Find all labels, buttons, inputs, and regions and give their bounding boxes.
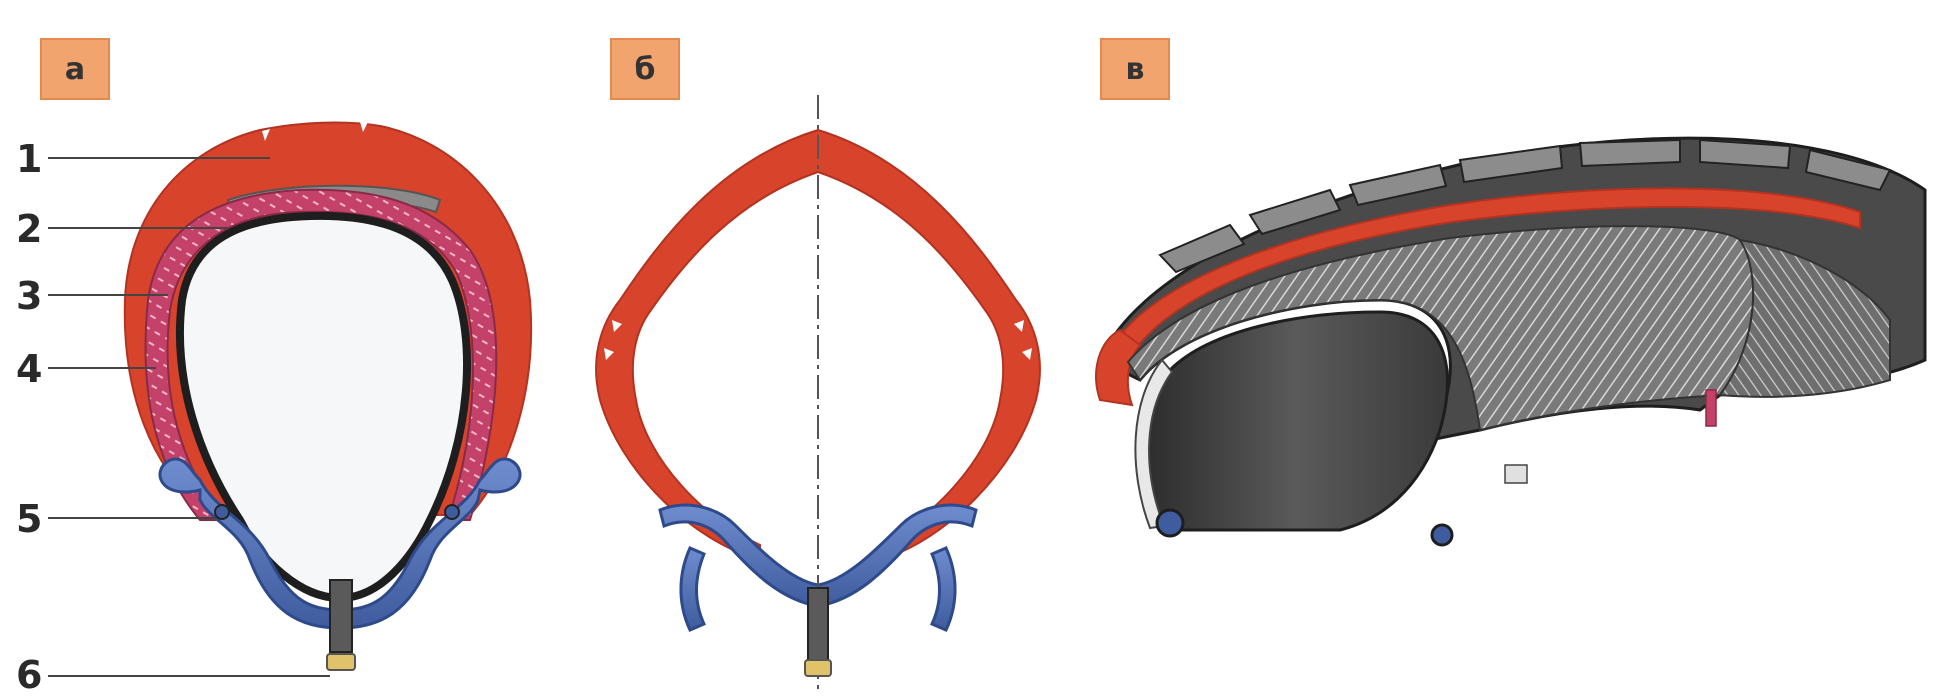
- bead-wire: [215, 505, 229, 519]
- valve-stem: [808, 588, 828, 660]
- tread-notch: [470, 165, 479, 173]
- valve-stem: [330, 580, 352, 652]
- bead-wire: [445, 505, 459, 519]
- callout-5: 5: [16, 500, 42, 538]
- panel-label-b-text: б: [635, 52, 656, 87]
- panel-label-b: б: [610, 38, 680, 100]
- panel-label-a-text: а: [65, 52, 85, 87]
- bead-wire: [1157, 510, 1183, 536]
- panel-label-v-text: в: [1126, 52, 1145, 87]
- panel-c-cutaway: [1096, 138, 1925, 545]
- callout-6: 6: [16, 656, 42, 694]
- panel-label-v: в: [1100, 38, 1170, 100]
- inner-cavity: [1146, 312, 1447, 530]
- callout-4: 4: [16, 350, 42, 388]
- bead-wire: [1432, 525, 1452, 545]
- callout-2: 2: [16, 210, 42, 248]
- valve-cap: [805, 660, 831, 676]
- callout-3: 3: [16, 277, 42, 315]
- panel-label-a: а: [40, 38, 110, 100]
- panel-b-cross-section: [596, 95, 1040, 690]
- ply-edge-marker: [1706, 390, 1716, 426]
- rim-flange-right: [932, 548, 955, 630]
- panel-a-cross-section: [48, 122, 531, 676]
- rim-flange-left: [681, 548, 704, 630]
- valve-cap: [327, 654, 355, 670]
- sidewall-label: [1505, 465, 1527, 483]
- callout-1: 1: [16, 140, 42, 178]
